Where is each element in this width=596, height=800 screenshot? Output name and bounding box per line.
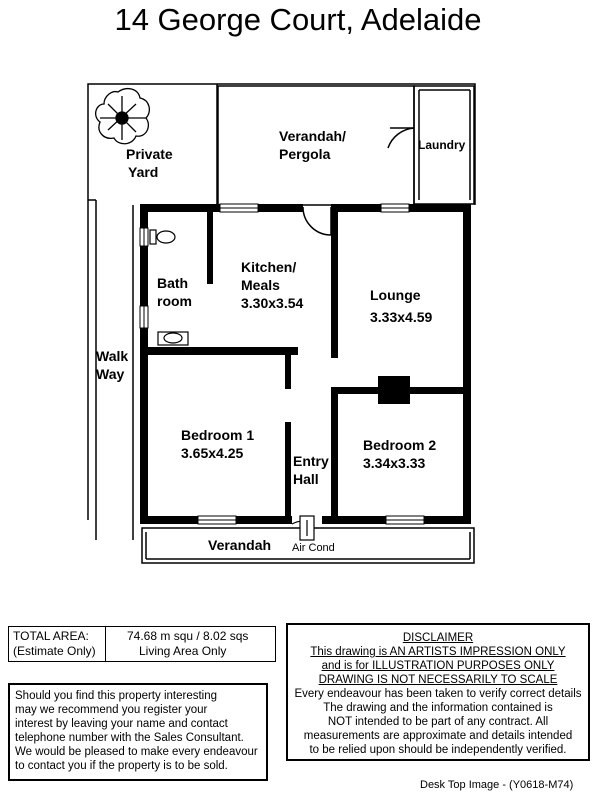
toilet xyxy=(149,229,176,245)
label-verandah-pergola: Verandah/ Pergola xyxy=(279,127,346,163)
text: Way xyxy=(96,366,125,382)
label-bedroom-2: Bedroom 2 3.34x3.33 xyxy=(363,436,436,472)
text: 3.33x4.59 xyxy=(370,309,433,325)
text: room xyxy=(157,293,192,309)
disclaimer-line: and is for ILLUSTRATION PURPOSES ONLY xyxy=(321,660,555,672)
text: Private xyxy=(126,146,173,162)
label-private-yard: Private Yard xyxy=(126,145,173,181)
page-title: 14 George Court, Adelaide xyxy=(114,2,482,37)
enquiry-line: Should you find this property interestin… xyxy=(15,690,218,702)
text: Lounge xyxy=(370,287,421,303)
enquiry-box: Should you find this property interestin… xyxy=(8,683,268,781)
enquiry-line: telephone number with the Sales Consulta… xyxy=(15,732,244,744)
disclaimer-line: NOT intended to be part of any contract.… xyxy=(327,716,549,728)
text: 3.65x4.25 xyxy=(181,445,244,461)
area-label-1: TOTAL AREA: xyxy=(13,629,89,643)
text: Meals xyxy=(241,277,280,293)
area-label-2: (Estimate Only) xyxy=(13,644,96,658)
tree-icon xyxy=(94,87,151,145)
label-bathroom: Bath room xyxy=(157,274,192,310)
laundry-door xyxy=(387,127,415,149)
text: Pergola xyxy=(279,146,331,162)
divider xyxy=(105,627,106,661)
enquiry-line: We would be pleased to make every endeav… xyxy=(15,746,258,758)
text: Bedroom 1 xyxy=(181,427,255,443)
disclaimer-box: DISCLAIMER This drawing is AN ARTISTS IM… xyxy=(286,623,590,761)
site-outline xyxy=(87,83,476,520)
text: 3.30x3.54 xyxy=(241,295,304,311)
footer-reference: Desk Top Image - (Y0618-M74) xyxy=(420,779,574,791)
disclaimer-heading: DISCLAIMER xyxy=(402,632,474,644)
front-door xyxy=(291,515,315,541)
label-entry-hall: Entry Hall xyxy=(293,452,329,488)
disclaimer-line: The drawing and the information containe… xyxy=(323,702,553,714)
disclaimer-line: This drawing is AN ARTISTS IMPRESSION ON… xyxy=(310,646,566,658)
label-lounge: Lounge 3.33x4.59 xyxy=(370,286,432,326)
enquiry-line: may we recommend you register your xyxy=(15,704,208,716)
text: Verandah/ xyxy=(279,128,346,144)
enquiry-line: interest by leaving your name and contac… xyxy=(15,718,228,730)
text: 3.34x3.33 xyxy=(363,455,426,471)
kitchen-door xyxy=(302,206,332,236)
label-kitchen: Kitchen/ Meals 3.30x3.54 xyxy=(241,258,303,312)
floor-plan xyxy=(87,83,476,564)
label-laundry: Laundry xyxy=(418,138,466,152)
area-value: 74.68 m squ / 8.02 sqs xyxy=(127,629,249,643)
text: Hall xyxy=(293,471,319,487)
label-front-verandah: Verandah xyxy=(208,537,272,553)
basin xyxy=(157,331,189,346)
label-walkway: Walk Way xyxy=(96,347,128,383)
label-bedroom-1: Bedroom 1 3.65x4.25 xyxy=(181,426,254,462)
text: Yard xyxy=(128,164,159,180)
disclaimer-line: to be relied upon should be independentl… xyxy=(309,744,567,756)
text: Kitchen/ xyxy=(241,259,297,275)
label-air-cond: Air Cond xyxy=(292,542,335,554)
text: Bath xyxy=(157,275,189,291)
text: Bedroom 2 xyxy=(363,437,437,453)
enquiry-line: to contact you if the property is to be … xyxy=(15,760,228,772)
text: Entry xyxy=(293,453,329,469)
area-note: Living Area Only xyxy=(139,644,227,658)
disclaimer-line: Every endeavour has been taken to verify… xyxy=(294,688,582,700)
disclaimer-line: DRAWING IS NOT NECESSARILY TO SCALE xyxy=(318,674,558,686)
text: Walk xyxy=(96,348,129,364)
total-area-box: TOTAL AREA: (Estimate Only) 74.68 m squ … xyxy=(8,626,276,662)
disclaimer-line: measurements are approximate and details… xyxy=(303,730,573,742)
